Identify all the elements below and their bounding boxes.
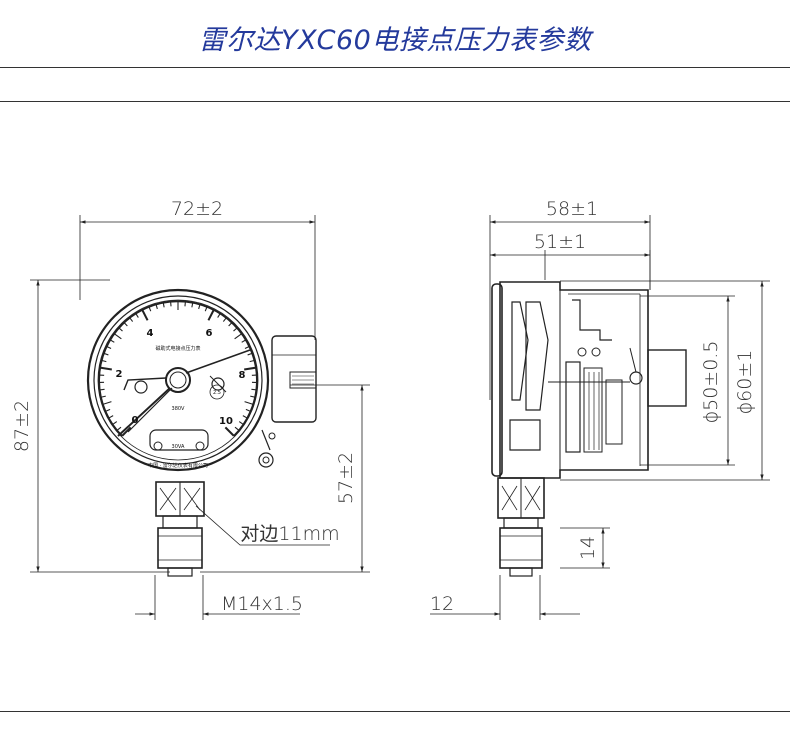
dim-offset: 12 [430, 593, 454, 615]
dim-flats: 对边11mm [240, 523, 339, 545]
dial-tick [99, 366, 112, 371]
dial-tick [113, 333, 122, 340]
dial-tick [109, 339, 115, 343]
dial-tick [204, 306, 208, 312]
dial-tick [191, 302, 194, 308]
rating-power: 30VA [172, 444, 185, 450]
dial-tick [228, 322, 233, 327]
dial-number-2: 2 [116, 369, 123, 380]
dial-name: 磁助式电接点压力表 [155, 345, 200, 352]
dial-tick [250, 395, 256, 398]
dial-tick [155, 303, 158, 310]
dial-tick [105, 408, 111, 412]
dim-width: 72±2 [171, 198, 223, 220]
dial-number-0: 0 [132, 415, 139, 426]
dial-tick [106, 345, 112, 349]
bottom-divider [0, 711, 790, 712]
dial-tick [238, 421, 244, 425]
dim-height: 87±2 [11, 400, 33, 452]
dial-number-10: 10 [219, 416, 233, 427]
rating-voltage: 380V [172, 406, 186, 412]
dim-dia-inner: ϕ50±0.5 [700, 341, 722, 424]
dial-tick [118, 327, 123, 332]
dial-tick [234, 333, 243, 340]
dial-tick [217, 313, 221, 318]
side-view [430, 215, 770, 620]
dial-tick [207, 309, 215, 321]
section-divider [0, 101, 790, 102]
dial-tick [135, 313, 139, 318]
dial-tick [129, 317, 134, 322]
dial-tick [102, 401, 112, 405]
dim-stem: 14 [577, 536, 599, 560]
dim-dia-outer: ϕ60±1 [734, 350, 756, 415]
dial-tick [234, 426, 240, 431]
top-divider [0, 67, 790, 68]
accuracy-class: 2.5 [213, 390, 221, 396]
dial-number-8: 8 [239, 370, 246, 381]
dial-tick [251, 388, 257, 391]
dial-tick [148, 306, 152, 312]
dial-tick [245, 408, 251, 412]
dim-lower: 57±2 [335, 452, 357, 504]
dial-tick [198, 303, 201, 310]
dial-tick [101, 359, 107, 363]
dial-tick [99, 388, 105, 391]
dial-tick [244, 345, 250, 349]
dial-tick [249, 359, 255, 363]
dial-tick [141, 309, 149, 321]
dial-number-4: 4 [147, 328, 154, 339]
dial-tick [116, 426, 122, 431]
dial-tick [242, 415, 248, 419]
dial-tick [108, 415, 114, 419]
dial-tick [222, 317, 227, 322]
dim-depth-inner: 51±1 [534, 231, 586, 253]
dim-depth-outer: 58±1 [546, 198, 598, 220]
dial-tick [100, 395, 106, 398]
dial-tick [162, 302, 165, 308]
dial-tick [247, 352, 253, 356]
dial-tick [112, 421, 118, 425]
dial-tick [121, 426, 132, 437]
dial-tick [224, 426, 235, 437]
dial-tick [123, 322, 128, 327]
dial-tick [241, 339, 247, 343]
dial-tick [244, 366, 257, 371]
dial-tick [103, 352, 109, 356]
dial-tick [244, 401, 254, 405]
dial-tick [233, 327, 238, 332]
manufacturer-label: 中国 · 雷尔达仪表有限公司 [148, 462, 208, 469]
dim-thread: M14x1.5 [221, 593, 303, 615]
page-title: 雷尔达YXC60电接点压力表参数 [198, 25, 592, 56]
dial-number-6: 6 [206, 328, 213, 339]
front-view [30, 215, 370, 620]
